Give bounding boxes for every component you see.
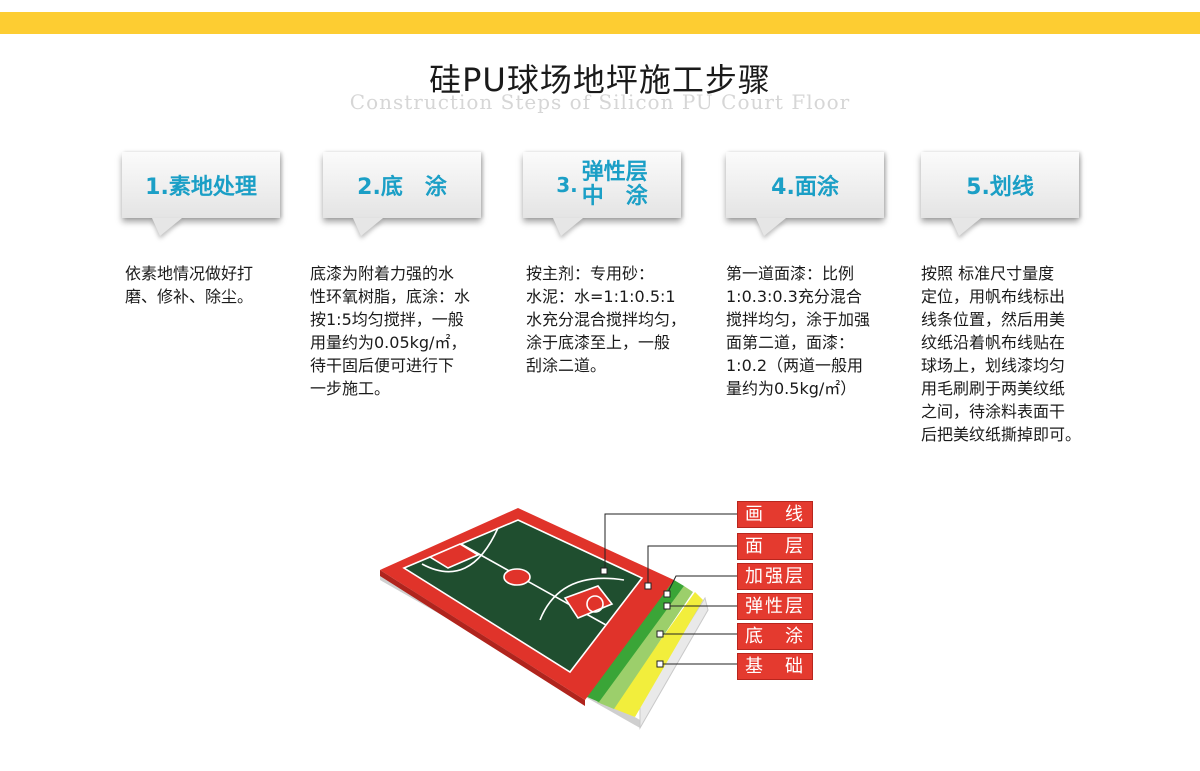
layer-label-base: 基 础 bbox=[737, 653, 813, 680]
step-3-description: 按主剂：专用砂： 水泥：水=1:1:0.5:1 水充分混合搅拌均匀， 涂于底漆至… bbox=[526, 262, 706, 377]
step-3-bubble: 3. 弹性层 中 涂 bbox=[523, 152, 681, 218]
desc-line: 一步施工。 bbox=[310, 379, 391, 398]
layer-label-elastic: 弹性层 bbox=[737, 593, 813, 620]
top-accent-bar bbox=[0, 12, 1200, 34]
step-4-label: 4.面涂 bbox=[771, 175, 839, 200]
layer-label-primer: 底 涂 bbox=[737, 623, 813, 650]
elastic-layer bbox=[597, 586, 693, 709]
layer-label-reinforce: 加强层 bbox=[737, 563, 813, 590]
desc-line: 纹纸沿着帆布线贴在 bbox=[921, 333, 1066, 352]
desc-line: 涂于底漆至上，一般 bbox=[526, 333, 671, 352]
desc-line: 用量约为0.05kg/㎡， bbox=[310, 333, 467, 352]
desc-line: 待干固后便可进行下 bbox=[310, 356, 455, 375]
step-1-description: 依素地情况做好打 磨、修补、除尘。 bbox=[125, 262, 295, 308]
step-5-bubble: 5.划线 bbox=[921, 152, 1079, 218]
layer-label-line: 画 线 bbox=[737, 501, 813, 528]
desc-line: 磨、修补、除尘。 bbox=[125, 287, 254, 306]
desc-line: 球场上，划线漆均匀 bbox=[921, 356, 1066, 375]
desc-line: 1:0.2（两道一般用 bbox=[726, 356, 864, 375]
desc-line: 第一道面漆：比例 bbox=[726, 264, 855, 283]
desc-line: 面第二道，面漆： bbox=[726, 333, 855, 352]
desc-line: 用毛刷刷于两美纹纸 bbox=[921, 379, 1066, 398]
desc-line: 刮涂二道。 bbox=[526, 356, 607, 375]
desc-line: 性环氧树脂，底涂：水 bbox=[310, 287, 471, 306]
page-title: 硅PU球场地坪施工步骤 bbox=[429, 61, 771, 99]
desc-line: 量约为0.5kg/㎡） bbox=[726, 379, 857, 398]
desc-line: 后把美纹纸撕掉即可。 bbox=[921, 425, 1082, 444]
layer-label-surface: 面 层 bbox=[737, 533, 813, 560]
step-3-label-line2: 中 涂 bbox=[581, 184, 648, 209]
page-subtitle: Construction Steps of Silicon PU Court F… bbox=[349, 90, 851, 114]
primer-layer bbox=[612, 592, 703, 717]
step-2-label: 2.底 涂 bbox=[357, 175, 447, 200]
desc-line: 搅拌均匀，涂于加强 bbox=[726, 310, 871, 329]
step-4-description: 第一道面漆：比例 1:0.3:0.3充分混合 搅拌均匀，涂于加强 面第二道，面漆… bbox=[726, 262, 901, 400]
step-1-label: 1.素地处理 bbox=[145, 175, 257, 200]
desc-line: 线条位置，然后用美 bbox=[921, 310, 1066, 329]
desc-line: 水充分混合搅拌均匀， bbox=[526, 310, 687, 329]
step-4-bubble: 4.面涂 bbox=[726, 152, 884, 218]
desc-line: 定位，用帆布线标出 bbox=[921, 287, 1066, 306]
step-2-description: 底漆为附着力强的水 性环氧树脂，底涂：水 按1:5均匀搅拌，一般 用量约为0.0… bbox=[310, 262, 500, 400]
court-lines bbox=[402, 519, 644, 674]
desc-line: 之间，待涂料表面干 bbox=[921, 402, 1066, 421]
step-2-bubble: 2.底 涂 bbox=[323, 152, 481, 218]
desc-line: 水泥：水=1:1:0.5:1 bbox=[526, 287, 676, 306]
desc-line: 按1:5均匀搅拌，一般 bbox=[310, 310, 464, 329]
reinforce-layer bbox=[585, 580, 684, 702]
step-3-number: 3. bbox=[556, 173, 578, 197]
step-5-label: 5.划线 bbox=[966, 175, 1034, 200]
step-5-description: 按照 标准尺寸量度 定位，用帆布线标出 线条位置，然后用美 纹纸沿着帆布线贴在 … bbox=[921, 262, 1111, 446]
desc-line: 按照 标准尺寸量度 bbox=[921, 264, 1055, 283]
desc-line: 底漆为附着力强的水 bbox=[310, 264, 455, 283]
step-3-label-line1: 弹性层 bbox=[581, 160, 648, 185]
court-front-edge bbox=[380, 570, 585, 706]
leader-lines bbox=[600, 513, 737, 668]
desc-line: 依素地情况做好打 bbox=[125, 264, 254, 283]
desc-line: 1:0.3:0.3充分混合 bbox=[726, 287, 862, 306]
desc-line: 按主剂：专用砂： bbox=[526, 264, 655, 283]
step-1-bubble: 1.素地处理 bbox=[122, 152, 280, 218]
